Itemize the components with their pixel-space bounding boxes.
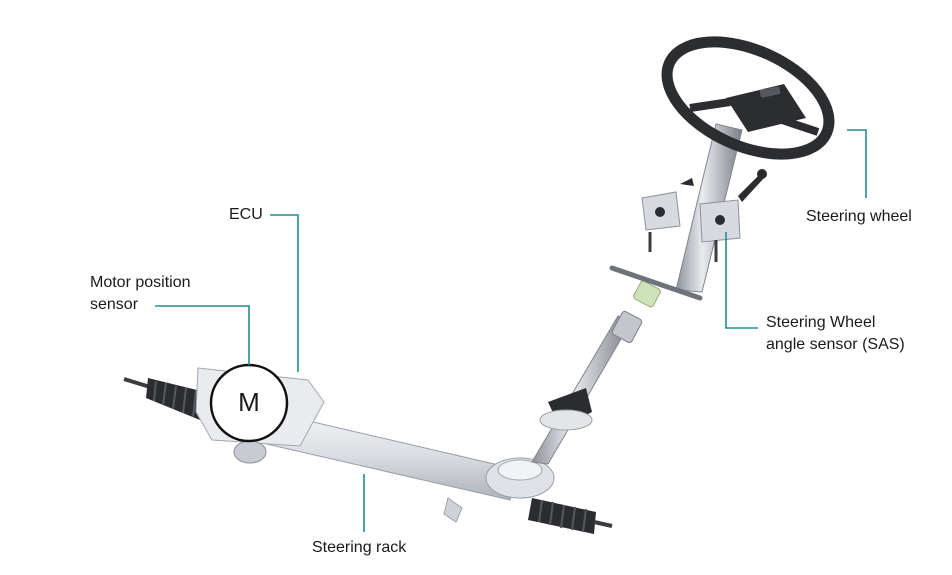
steering-column [531,123,767,465]
motor-sensor-label-line2: sensor [90,296,139,313]
steering-rack-label: Steering rack [312,539,407,556]
sas-label-line1: Steering Wheel [766,314,876,331]
right-tie-rod [593,520,613,528]
steering-wheel-label: Steering wheel [806,208,912,225]
left-tie-rod [123,377,151,389]
intermediate-coupling [633,280,661,308]
universal-joint [611,310,643,344]
housing-port [233,440,267,464]
motor-sensor-label-line1: Motor position [90,274,191,291]
pinion-cap [497,459,543,481]
rack-bracket [443,497,463,523]
motor-symbol-label: M [238,387,260,417]
column-crossbar [609,265,703,301]
left-rubber-boot [146,378,205,420]
sas-leader-line [725,232,758,329]
sas-bracket [641,169,767,262]
motor-sensor-leader-line [155,305,250,365]
ecu-leader-line [270,214,299,372]
steering-wheel-spokes [689,98,820,136]
right-rubber-boot [528,498,596,534]
column-seal [539,409,593,431]
steering-wheel [661,36,835,160]
leader-lines [155,129,867,532]
steering-wheel-leader-line [847,129,867,198]
sas-label-line2: angle sensor (SAS) [766,336,905,353]
ecu-label: ECU [229,206,263,223]
